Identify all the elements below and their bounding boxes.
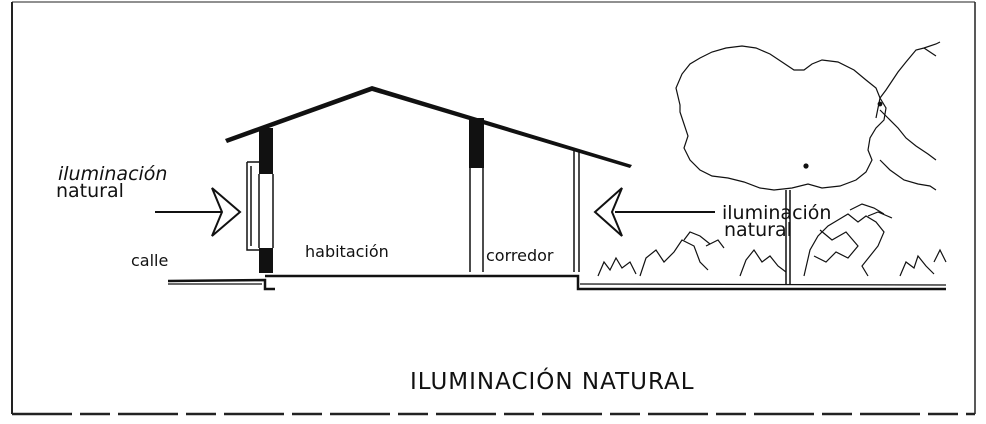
tree [675,41,941,285]
room-label: habitación [305,242,389,261]
diagram-title: ILUMINACIÓN NATURAL [410,367,695,395]
left-light-label-line2: natural [56,180,124,202]
left-light-arrow [155,187,242,237]
left-light-label-line1: iluminación [58,163,167,185]
left-wall-upper [259,128,273,174]
roof [225,86,632,168]
left-wall-lower [259,248,273,273]
tree-canopy [675,45,887,191]
street-label: calle [131,251,168,270]
window-frame [246,161,259,251]
right-light-label-line2: natural [724,219,792,241]
house-section [225,86,632,273]
corridor-label: corredor [486,246,554,265]
drawing-frame [11,1,976,416]
ground-line [167,274,947,291]
shrubs [597,203,947,277]
middle-wall-upper [469,118,484,168]
right-light-arrow [593,187,715,237]
right-light-label-line1: iluminación [722,202,831,224]
